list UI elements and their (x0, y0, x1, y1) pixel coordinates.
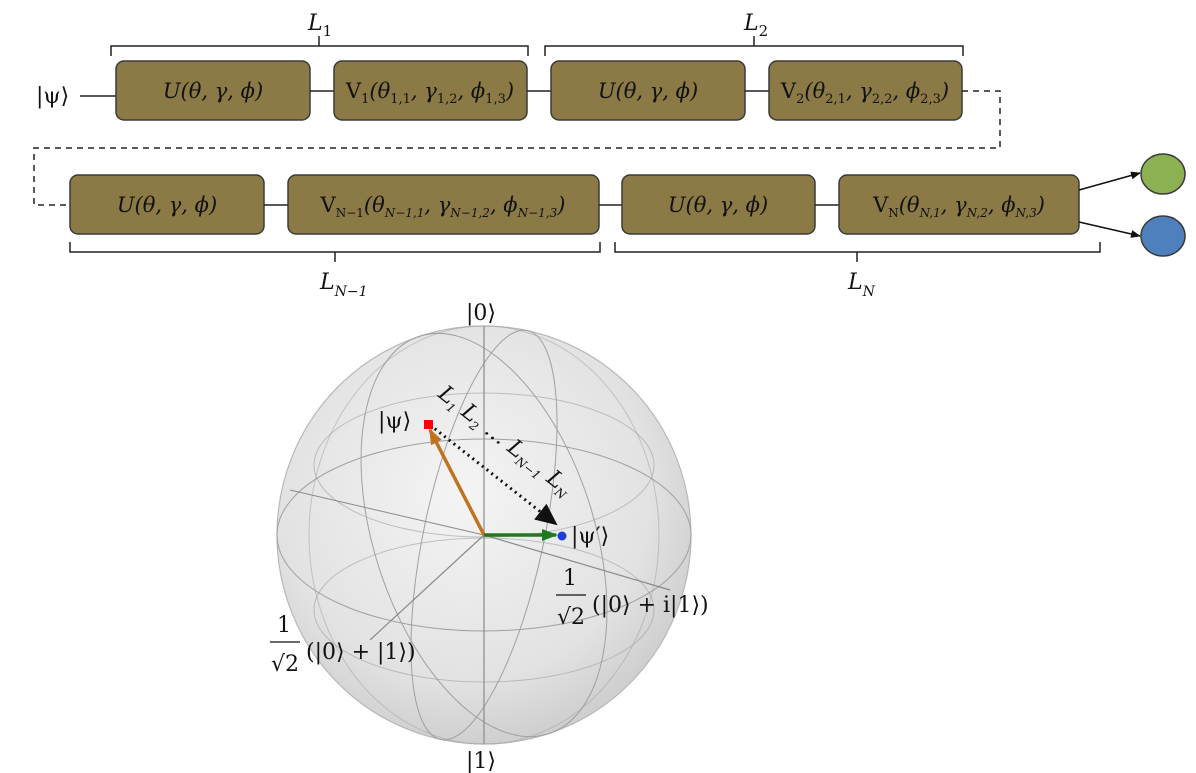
gate-v-n: VN(θN,1, γN,2, ϕN,3) (838, 174, 1080, 235)
layer-label-ln: LN (847, 270, 876, 300)
output-arrow-blue (1078, 221, 1141, 238)
svg-text:1: 1 (563, 566, 577, 591)
svg-text:(|0⟩ + i|1⟩): (|0⟩ + i|1⟩) (592, 593, 709, 618)
svg-text:U(θ, γ, ϕ): U(θ, γ, ϕ) (598, 79, 698, 103)
svg-text:U(θ, γ, ϕ): U(θ, γ, ϕ) (117, 193, 217, 217)
svg-text:(|0⟩ + |1⟩): (|0⟩ + |1⟩) (306, 640, 416, 665)
layer-label-l2: L2 (743, 11, 768, 40)
output-arrow-green (1078, 171, 1141, 191)
x-axis-state-label: 1 √2 (|0⟩ + |1⟩) (270, 613, 416, 677)
layer-bracket-l2 (544, 36, 964, 56)
gate-u-n-1: U(θ, γ, ϕ) (69, 174, 265, 235)
svg-text:√2: √2 (271, 652, 299, 677)
gate-v-1: V1(θ1,1, γ1,2, ϕ1,3) (333, 60, 528, 121)
axis-back-left (289, 489, 485, 536)
psi-label: |ψ⟩ (378, 409, 411, 434)
layer-label-l1: L1 (307, 11, 332, 40)
svg-text:VN(θN,1, γN,2, ϕN,3): VN(θN,1, γN,2, ϕN,3) (872, 193, 1045, 220)
psi-prime-label: |ψ′⟩ (571, 524, 609, 549)
svg-text:V2(θ2,1, γ2,2, ϕ2,3): V2(θ2,1, γ2,2, ϕ2,3) (780, 79, 949, 107)
gate-v-2: V2(θ2,1, γ2,2, ϕ2,3) (768, 60, 963, 121)
svg-text:VN−1(θN−1,1, γN−1,2, ϕN−1,3): VN−1(θN−1,1, γN−1,2, ϕN−1,3) (320, 193, 566, 220)
gate-u-1: U(θ, γ, ϕ) (115, 60, 311, 121)
layer-label-ln-1: LN−1 (319, 270, 368, 300)
gate-u-2: U(θ, γ, ϕ) (550, 60, 746, 121)
ket-one-label: |1⟩ (466, 749, 496, 773)
output-node-blue (1140, 215, 1186, 257)
circuit: |ψ⟩ L1 L2 U(θ, γ, ϕ) V1(θ1,1, γ1,2, ϕ1,3… (33, 11, 1186, 300)
layer-bracket-l1 (110, 36, 529, 56)
x-axis (369, 534, 485, 641)
gate-v-n-1: VN−1(θN−1,1, γN−1,2, ϕN−1,3) (287, 174, 600, 235)
initial-state-vector (428, 428, 486, 536)
layer-bracket-ln (614, 242, 1101, 262)
svg-text:√2: √2 (557, 605, 585, 630)
svg-text:U(θ, γ, ϕ): U(θ, γ, ϕ) (163, 79, 263, 103)
input-ket-label: |ψ⟩ (36, 84, 69, 109)
y-axis (483, 534, 671, 591)
layer-path-arrow (429, 423, 558, 526)
gate-u-n: U(θ, γ, ϕ) (621, 174, 816, 235)
y-axis-state-label: 1 √2 (|0⟩ + i|1⟩) (556, 566, 709, 630)
output-node-green (1140, 153, 1186, 195)
ket-zero-label: |0⟩ (466, 301, 496, 326)
svg-text:U(θ, γ, ϕ): U(θ, γ, ϕ) (668, 193, 768, 217)
layer-bracket-ln-1 (69, 242, 601, 262)
bloch-sphere: |0⟩ |1⟩ |ψ⟩ |ψ′⟩ L1 L2 … LN−1 LN 1 √2 (|… (270, 301, 709, 773)
initial-state-point (424, 420, 433, 429)
final-state-point (557, 531, 567, 541)
svg-text:1: 1 (277, 613, 291, 638)
dashed-continuation (33, 90, 1001, 206)
svg-text:V1(θ1,1, γ1,2, ϕ1,3): V1(θ1,1, γ1,2, ϕ1,3) (345, 79, 514, 107)
